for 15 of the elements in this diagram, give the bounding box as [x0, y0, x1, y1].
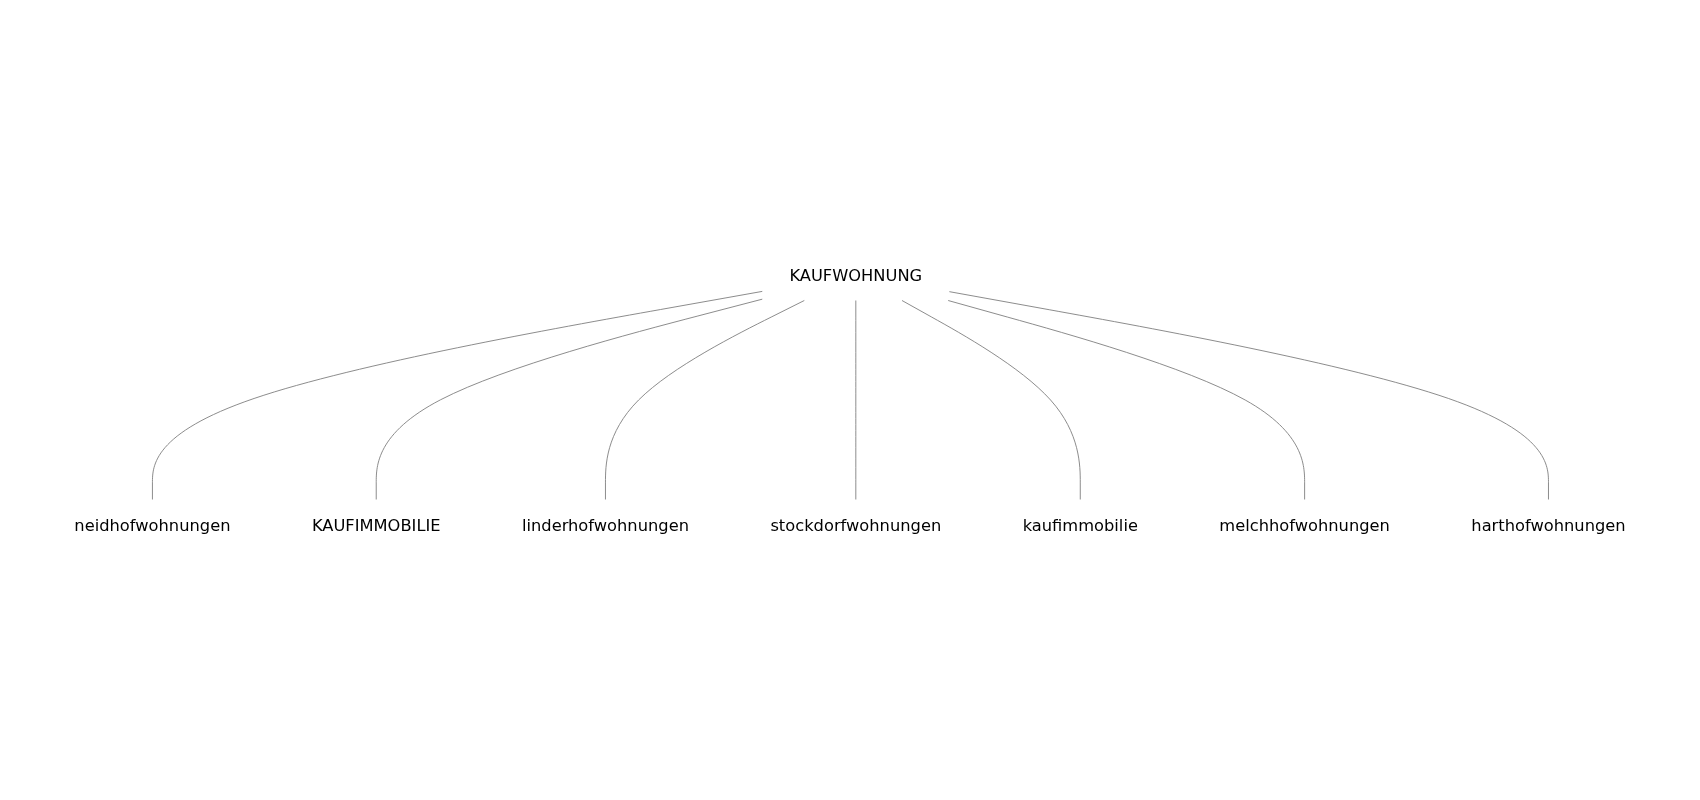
connector — [375, 298, 763, 500]
node-text: neidhofwohnungen — [74, 515, 231, 535]
connector — [948, 291, 1549, 500]
node-text: melchhofwohnungen — [1219, 515, 1390, 535]
connector — [947, 300, 1306, 500]
connector — [901, 300, 1081, 500]
node-text: kaufimmobilie — [1022, 515, 1138, 535]
node-text: harthofwohnungen — [1471, 515, 1626, 535]
connector — [152, 290, 763, 500]
node-text: KAUFIMMOBILIE — [311, 515, 441, 535]
node-text: KAUFWOHNUNG — [789, 265, 923, 285]
node-text: linderhofwohnungen — [521, 515, 689, 535]
node-text: stockdorfwohnungen — [770, 515, 942, 535]
connector — [605, 300, 805, 500]
connector — [855, 300, 857, 500]
